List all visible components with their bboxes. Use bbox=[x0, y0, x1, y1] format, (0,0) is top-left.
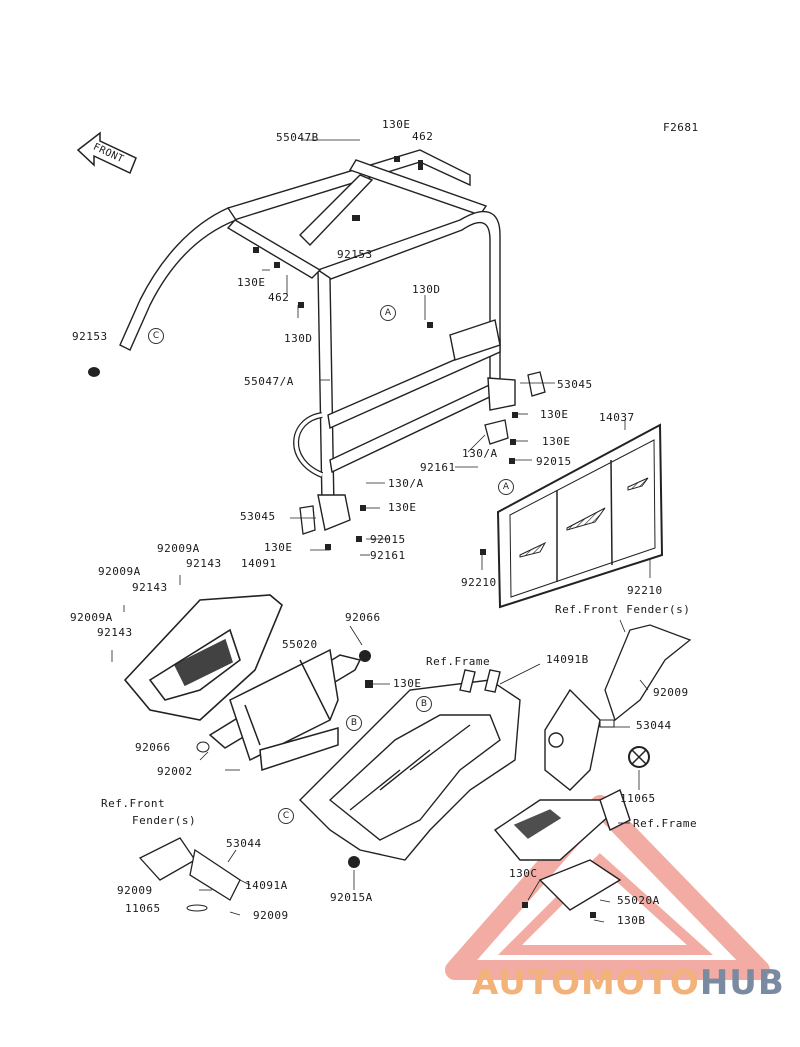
part-130A-right: 130/A bbox=[462, 447, 498, 460]
part-92009A-1: 92009A bbox=[157, 542, 200, 555]
part-92009A-2: 92009A bbox=[98, 565, 141, 578]
net-panel-14037 bbox=[496, 423, 664, 609]
callout-A-panel: A bbox=[498, 479, 514, 495]
bracket-53045 bbox=[299, 371, 546, 535]
part-92015-mid: 92015 bbox=[370, 533, 406, 546]
side-plate-14091B bbox=[544, 688, 601, 791]
part-11065-right: 11065 bbox=[620, 792, 656, 805]
part-92015A: 92015A bbox=[330, 891, 373, 904]
part-53044-left: 53044 bbox=[226, 837, 262, 850]
front-arrow-icon bbox=[76, 131, 137, 175]
ref-front-left-2: Fender(s) bbox=[132, 814, 197, 827]
part-92066-top: 92066 bbox=[345, 611, 381, 624]
part-130A-mid: 130/A bbox=[388, 477, 424, 490]
part-14091: 14091 bbox=[241, 557, 277, 570]
part-130D-right: 130D bbox=[412, 283, 441, 296]
leader-lines bbox=[111, 139, 651, 923]
bumper-55020A bbox=[493, 789, 631, 911]
ref-frame-mid: Ref.Frame bbox=[426, 655, 491, 668]
part-92015-right: 92015 bbox=[536, 455, 572, 468]
bumper-55020 bbox=[208, 648, 362, 772]
part-92009A-3: 92009A bbox=[70, 611, 113, 624]
part-55047B: 55047B bbox=[276, 131, 319, 144]
watermark-part1: AUTOMOTO bbox=[472, 963, 700, 1003]
part-14037: 14037 bbox=[599, 411, 635, 424]
part-92143-1: 92143 bbox=[186, 557, 222, 570]
part-11065-left: 11065 bbox=[125, 902, 161, 915]
part-53044-right: 53044 bbox=[636, 719, 672, 732]
part-130E-low: 130E bbox=[264, 541, 293, 554]
part-130E-r1: 130E bbox=[540, 408, 569, 421]
part-92066-low: 92066 bbox=[135, 741, 171, 754]
hardware-bolts bbox=[88, 156, 652, 918]
part-92009-right: 92009 bbox=[653, 686, 689, 699]
part-92210-right: 92210 bbox=[627, 584, 663, 597]
front-fender-left bbox=[138, 837, 241, 901]
part-92143-3: 92143 bbox=[97, 626, 133, 639]
part-92210-left: 92210 bbox=[461, 576, 497, 589]
part-130E-mid: 130E bbox=[388, 501, 417, 514]
part-92009-left2: 92009 bbox=[253, 909, 289, 922]
part-462-top: 462 bbox=[412, 130, 434, 143]
part-130D-left: 130D bbox=[284, 332, 313, 345]
callout-B-front: B bbox=[346, 715, 362, 731]
part-14091A: 14091A bbox=[245, 879, 288, 892]
part-92153-top: 92153 bbox=[337, 248, 373, 261]
ref-front-fender-right: Ref.Front Fender(s) bbox=[555, 603, 691, 616]
part-53045-right: 53045 bbox=[557, 378, 593, 391]
part-55020: 55020 bbox=[282, 638, 318, 651]
front-fender-right bbox=[604, 624, 692, 722]
cap-11065-right-icon bbox=[628, 746, 650, 768]
front-guard-14091 bbox=[123, 594, 283, 721]
part-14091B: 14091B bbox=[546, 653, 589, 666]
frame-outline bbox=[299, 669, 521, 861]
part-55047A: 55047/A bbox=[244, 375, 294, 388]
callout-A-top: A bbox=[380, 305, 396, 321]
figure-code: F2681 bbox=[663, 121, 699, 134]
part-55020A: 55020A bbox=[617, 894, 660, 907]
part-462-left: 462 bbox=[268, 291, 290, 304]
part-130E-left: 130E bbox=[237, 276, 266, 289]
part-130E-r2: 130E bbox=[542, 435, 571, 448]
callout-C-frame: C bbox=[278, 808, 294, 824]
watermark-logo: AUTOMOTOHUB bbox=[472, 963, 785, 1003]
cap-11065-left-icon bbox=[186, 904, 208, 912]
part-92161-mid: 92161 bbox=[370, 549, 406, 562]
part-92153-left: 92153 bbox=[72, 330, 108, 343]
part-92161-right: 92161 bbox=[420, 461, 456, 474]
part-130C: 130C bbox=[509, 867, 538, 880]
part-92009-left: 92009 bbox=[117, 884, 153, 897]
part-92002: 92002 bbox=[157, 765, 193, 778]
ref-frame-right: Ref.Frame bbox=[633, 817, 698, 830]
roll-cage bbox=[119, 149, 516, 531]
watermark-triangle-icon bbox=[445, 795, 770, 980]
watermark-part2: HUB bbox=[699, 963, 785, 1003]
ref-front-left-1: Ref.Front bbox=[101, 797, 166, 810]
part-53045-left: 53045 bbox=[240, 510, 276, 523]
part-92143-2: 92143 bbox=[132, 581, 168, 594]
part-130E-top: 130E bbox=[382, 118, 411, 131]
callout-B-frame: B bbox=[416, 696, 432, 712]
grommet-53044-right-icon bbox=[599, 719, 615, 728]
part-130E-front: 130E bbox=[393, 677, 422, 690]
callout-C-top: C bbox=[148, 328, 164, 344]
part-130B: 130B bbox=[617, 914, 646, 927]
